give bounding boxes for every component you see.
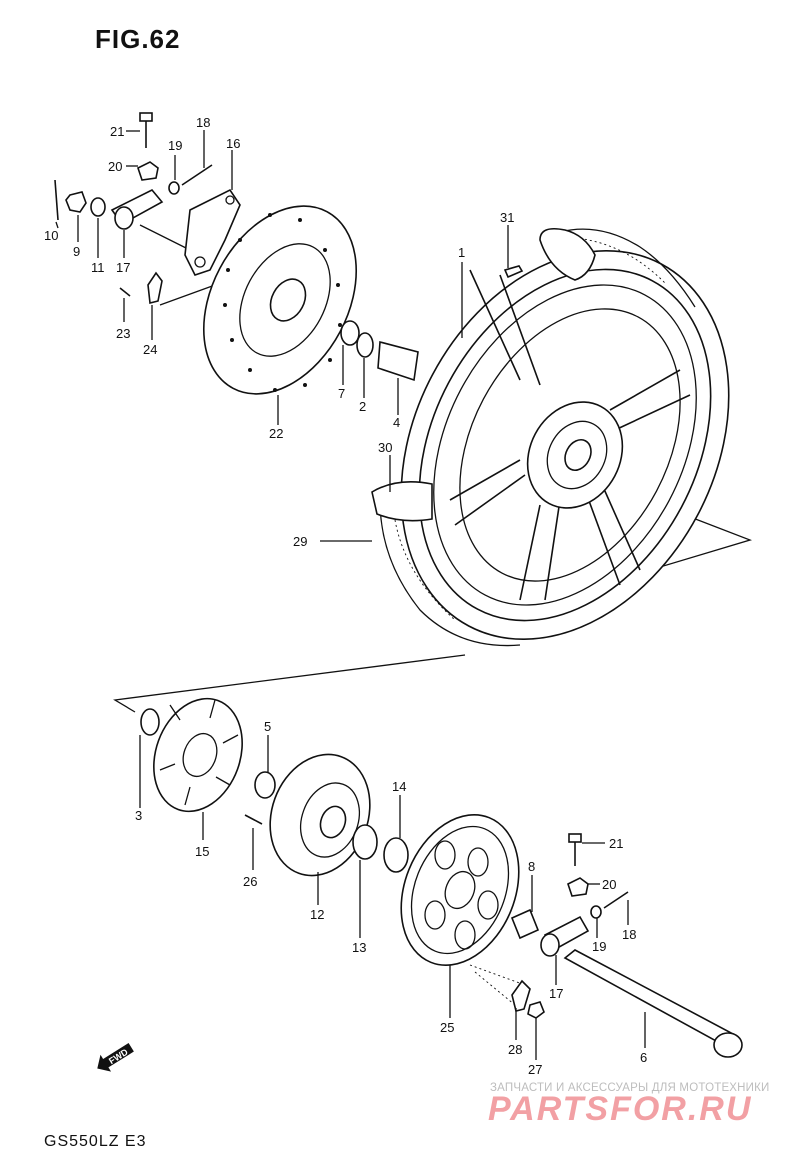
- brake-disc: [202, 205, 358, 395]
- brake-clip: [147, 271, 163, 304]
- label-4: 4: [393, 415, 400, 430]
- label-6: 6: [640, 1050, 647, 1065]
- label-17-bottom: 17: [549, 986, 563, 1001]
- label-15: 15: [195, 844, 209, 859]
- adjuster-block-right: [567, 877, 589, 897]
- label-13: 13: [352, 940, 366, 955]
- axle-spacer: [510, 908, 540, 940]
- label-3: 3: [135, 808, 142, 823]
- label-5: 5: [264, 719, 271, 734]
- adjuster-bolt: [181, 164, 213, 186]
- label-25: 25: [440, 1020, 454, 1035]
- cush-drive-damper: [153, 697, 243, 813]
- label-24: 24: [143, 342, 157, 357]
- rear-sprocket: [400, 814, 520, 966]
- label-16: 16: [226, 136, 240, 151]
- label-11: 11: [91, 260, 105, 275]
- label-12: 12: [310, 907, 324, 922]
- lower-clip: [511, 979, 531, 1012]
- figure-title: FIG.62: [95, 24, 181, 54]
- rear-wheel-assembly: [371, 227, 730, 647]
- axle-nut: [65, 191, 87, 213]
- forward-arrow: FWD: [97, 1043, 134, 1072]
- chain-adjuster-right: [540, 915, 590, 957]
- adjuster-block: [137, 161, 159, 181]
- watermark-tagline: ЗАПЧАСТИ И АКСЕССУАРЫ ДЛЯ МОТОТЕХНИКИ: [490, 1082, 770, 1094]
- clip-bolt: [119, 287, 131, 297]
- watermark-brand: PARTSFOR.RU: [488, 1090, 753, 1128]
- model-code: GS550LZ E3: [44, 1133, 147, 1150]
- label-1: 1: [458, 245, 465, 260]
- part-labels: 21 20 19 18 16 10 9 11 17 23 24 22 7 2 4…: [44, 115, 647, 1077]
- sprocket-spacer: [254, 771, 276, 799]
- label-26: 26: [243, 874, 257, 889]
- label-31: 31: [500, 210, 514, 225]
- label-30: 30: [378, 440, 392, 455]
- label-20-bottom: 20: [602, 877, 616, 892]
- label-17-top: 17: [116, 260, 130, 275]
- rear-axle: [563, 949, 743, 1058]
- label-10: 10: [44, 228, 58, 243]
- label-19-top: 19: [168, 138, 182, 153]
- label-8: 8: [528, 859, 535, 874]
- label-28: 28: [508, 1042, 522, 1057]
- label-27: 27: [528, 1062, 542, 1077]
- lower-nut: [527, 1001, 545, 1019]
- label-7: 7: [338, 386, 345, 401]
- label-22: 22: [269, 426, 283, 441]
- drum-seal: [383, 837, 409, 873]
- label-2: 2: [359, 399, 366, 414]
- label-21-top: 21: [110, 124, 124, 139]
- label-9: 9: [73, 244, 80, 259]
- leader-lines: [55, 130, 646, 1060]
- bearing: [356, 332, 374, 358]
- sprocket-mounting-drum: [269, 753, 371, 877]
- drum-bolt: [244, 814, 263, 825]
- adjuster-nut: [168, 181, 180, 195]
- washer: [90, 197, 106, 217]
- label-18-bottom: 18: [622, 927, 636, 942]
- label-21-bottom: 21: [609, 836, 623, 851]
- label-19-bottom: 19: [592, 939, 606, 954]
- label-14: 14: [392, 779, 406, 794]
- caliper-bracket: [184, 188, 241, 276]
- label-20-top: 20: [108, 159, 122, 174]
- cotter-pin: [54, 179, 59, 221]
- hub-seal: [140, 708, 160, 736]
- tire-valve: [503, 265, 524, 279]
- dust-seal: [340, 320, 360, 346]
- chain-adjuster-left: [110, 189, 164, 230]
- label-29: 29: [293, 534, 307, 549]
- adjuster-nut-right: [590, 905, 602, 919]
- drum-bearing: [352, 824, 378, 860]
- label-23: 23: [116, 326, 130, 341]
- adjuster-bolt-right: [603, 891, 629, 909]
- label-18-top: 18: [196, 115, 210, 130]
- spacer: [377, 340, 419, 382]
